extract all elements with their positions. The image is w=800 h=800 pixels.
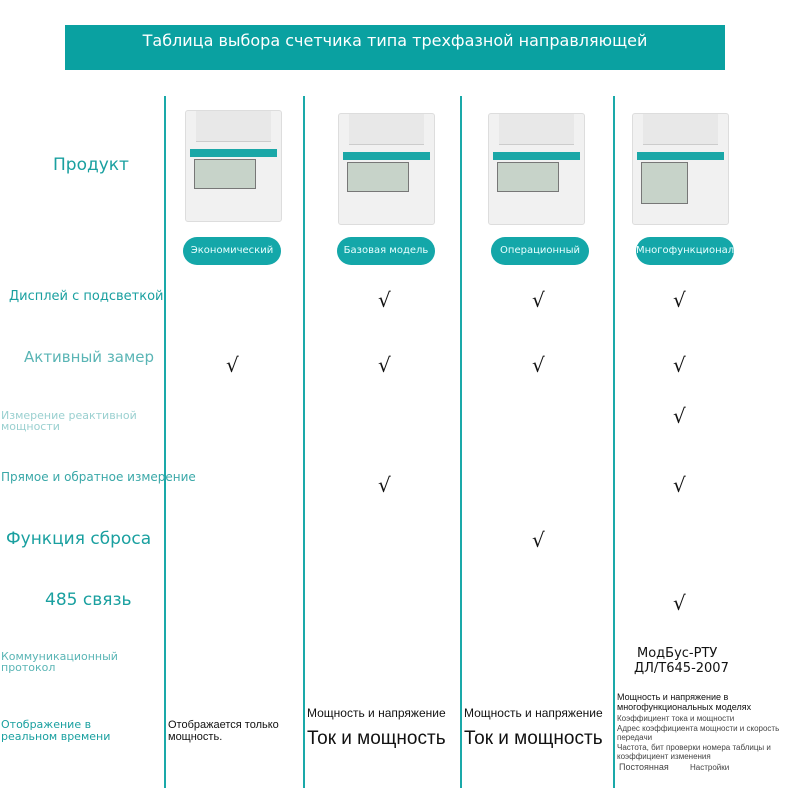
row-label-bidirectional: Прямое и обратное измерение xyxy=(1,470,196,484)
column-divider xyxy=(303,96,305,788)
row-label-reactive: Измерение реактивной мощности xyxy=(1,409,137,433)
column-divider xyxy=(460,96,462,788)
check-mark: √ xyxy=(532,288,545,312)
protocol-dlt645: ДЛ/Т645-2007 xyxy=(634,661,729,676)
product-image xyxy=(185,110,282,222)
row-label-backlight: Дисплей с подсветкой xyxy=(9,289,164,304)
realtime-col2-top: Мощность и напряжение xyxy=(307,706,446,720)
realtime-col1: Отображается только мощность. xyxy=(168,719,279,743)
check-mark: √ xyxy=(226,353,239,377)
check-mark: √ xyxy=(532,528,545,552)
check-mark: √ xyxy=(378,353,391,377)
check-mark: √ xyxy=(673,288,686,312)
page-title: Таблица выбора счетчика типа трехфазной … xyxy=(65,25,725,70)
row-label-reset: Функция сброса xyxy=(6,529,152,549)
product-label: Экономический xyxy=(183,237,281,265)
realtime-col4-a: Коэффициент тока и мощности xyxy=(617,714,735,723)
row-label-485: 485 связь xyxy=(45,590,132,610)
realtime-col3-big: Ток и мощность xyxy=(464,728,603,749)
row-label-protocol: Коммуникационный протокол xyxy=(1,650,118,674)
realtime-col3-top: Мощность и напряжение xyxy=(464,706,603,720)
check-mark: √ xyxy=(673,353,686,377)
product-label: Операционный xyxy=(491,237,589,265)
realtime-col4-b: Адрес коэффициента мощности и скорость п… xyxy=(617,724,780,742)
row-label-active: Активный замер xyxy=(24,348,155,366)
protocol-modbus: МодБус-РТУ xyxy=(637,646,718,661)
realtime-col4-e: Настройки xyxy=(690,763,730,772)
product-image xyxy=(632,113,729,225)
check-mark: √ xyxy=(673,404,686,428)
realtime-col4-top: Мощность и напряжение в многофункциональ… xyxy=(617,692,752,712)
row-label-product: Продукт xyxy=(53,155,129,175)
product-label: Многофункциональный xyxy=(636,237,734,265)
realtime-col2-big: Ток и мощность xyxy=(307,728,446,749)
realtime-col4-d: Постоянная xyxy=(619,762,669,772)
check-mark: √ xyxy=(378,473,391,497)
check-mark: √ xyxy=(532,353,545,377)
check-mark: √ xyxy=(378,288,391,312)
row-label-realtime: Отображение в реальном времени xyxy=(1,718,111,743)
check-mark: √ xyxy=(673,591,686,615)
product-label: Базовая модель xyxy=(337,237,435,265)
product-image xyxy=(338,113,435,225)
column-divider xyxy=(613,96,615,788)
realtime-col4-c: Частота, бит проверки номера таблицы и к… xyxy=(617,743,771,761)
product-image xyxy=(488,113,585,225)
check-mark: √ xyxy=(673,473,686,497)
column-divider xyxy=(164,96,166,788)
